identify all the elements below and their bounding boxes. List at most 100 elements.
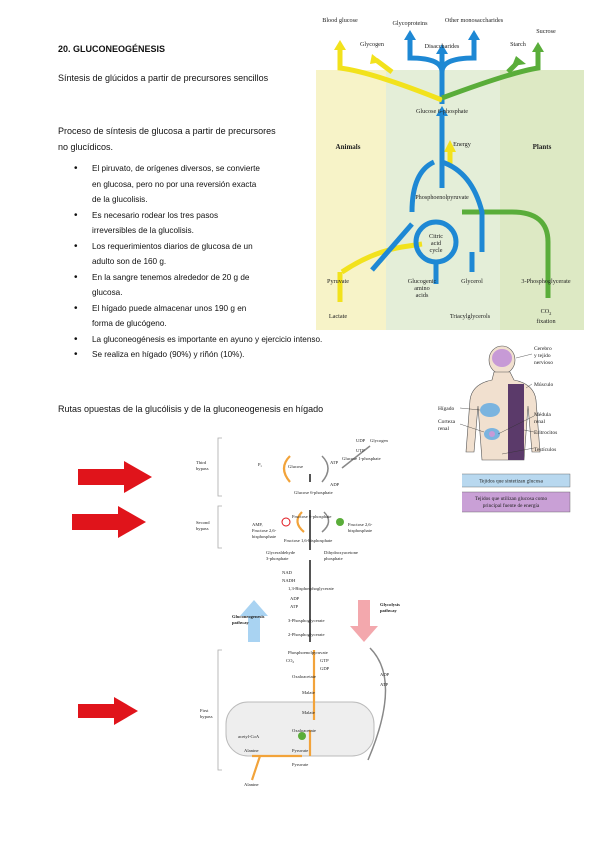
process-definition: Proceso de síntesis de glucosa a partir … bbox=[58, 123, 308, 155]
list-item: Es necesario rodear los tres pasosirreve… bbox=[74, 208, 302, 239]
legend-synthesize-label: Tejidos que sintetizan glucosa bbox=[479, 479, 543, 485]
label-dhap-1: Dihydroxyacetone bbox=[324, 550, 358, 555]
plants-panel bbox=[500, 70, 584, 330]
page-title: 20. GLUCONEOGÉNESIS bbox=[58, 44, 166, 54]
label-2pg: 2-Phosphoglycerate bbox=[288, 632, 325, 637]
label-pyruvate-2: Pyruvate bbox=[292, 762, 308, 767]
process-line-1: Proceso de síntesis de glucosa a partir … bbox=[58, 126, 276, 136]
label-tejido-1: y tejido bbox=[534, 353, 551, 359]
label-nad: NAD bbox=[282, 570, 293, 575]
label-cycle-3: cycle bbox=[429, 247, 442, 254]
label-co2: CO bbox=[541, 308, 550, 315]
yellow-animal-arrows bbox=[337, 48, 453, 302]
label-second-1: Second bbox=[196, 520, 210, 525]
label-utp: UTP bbox=[356, 448, 365, 453]
label-g1p: Glucose 1-phosphate bbox=[342, 456, 381, 461]
label-sucrose: Sucrose bbox=[536, 28, 556, 35]
label-acetyl-coa: acetyl-CoA bbox=[238, 734, 260, 739]
label-glucogenic-2: amino bbox=[414, 285, 429, 292]
list-item: Se realiza en hígado (90%) y riñón (10%)… bbox=[74, 347, 394, 363]
label-animals: Animals bbox=[336, 143, 361, 151]
label-phosphoenolpyruvate: Phosphoenolpyruvate bbox=[415, 194, 469, 201]
label-plants: Plants bbox=[533, 143, 552, 151]
label-adp-2: ADP bbox=[290, 596, 300, 601]
label-disaccharides: Disaccharides bbox=[425, 43, 460, 50]
gluconeogenesis-arrow bbox=[240, 600, 268, 642]
label-f26-a-right: Fructose 2,6- bbox=[348, 522, 373, 528]
legend-use-label-1: Tejidos que utilizan glucosa como bbox=[475, 496, 548, 502]
subtitle: Síntesis de glúcidos a partir de precurs… bbox=[58, 73, 269, 83]
list-item: El piruvato, de orígenes diversos, se co… bbox=[74, 161, 302, 208]
gluconeogenesis-overview-figure: Blood glucose Glycogen Glycoproteins Dis… bbox=[316, 17, 584, 330]
label-g6p: Glucose 6-phosphate bbox=[294, 490, 333, 495]
label-gluconeogenesis-pathway-2: pathway bbox=[232, 620, 250, 625]
pathway-figure: Third bypass Second bypass First bypass … bbox=[192, 430, 462, 790]
label-3pg: 3-Phosphoglycerate bbox=[288, 618, 325, 623]
label-gluconeogenesis-pathway-1: Gluconeogenesis bbox=[232, 614, 265, 619]
label-dhap-2: phosphate bbox=[324, 556, 343, 561]
label-malate-2: Malate bbox=[302, 710, 315, 715]
label-gdp: GDP bbox=[320, 666, 330, 671]
label-other-monosaccharides: Other monosaccharides bbox=[445, 17, 504, 24]
label-bpg: 1,3-Bisphosphoglycerate bbox=[288, 586, 334, 592]
label-cycle-1: Citric bbox=[429, 233, 443, 240]
label-pep: Phosphoenolpyruvate bbox=[288, 650, 328, 655]
label-tejido-2: nervioso bbox=[534, 360, 553, 366]
red-arrow-second bbox=[72, 506, 146, 538]
label-adp-1: ADP bbox=[330, 482, 340, 487]
glycolysis-arrow bbox=[350, 600, 378, 642]
list-item: En la sangre tenemos alrededor de 20 g d… bbox=[74, 270, 302, 301]
brain-region bbox=[492, 349, 512, 367]
label-atp-1: ATP bbox=[330, 460, 339, 465]
muscle-region bbox=[508, 384, 524, 460]
label-alanine-1: Alanine bbox=[244, 748, 259, 753]
label-udp: UDP bbox=[356, 438, 366, 443]
label-glucose-6-phosphate: Glucose 6-phosphate bbox=[416, 108, 468, 115]
label-atp-right: ATP bbox=[380, 682, 389, 687]
medulla-region bbox=[489, 431, 495, 437]
green-arrowheads bbox=[512, 42, 544, 66]
svg-text:CO2: CO2 bbox=[541, 308, 552, 316]
label-lactate: Lactate bbox=[329, 313, 347, 320]
body-tissues-figure: Cerebro y tejido nervioso Músculo Hígado… bbox=[438, 345, 571, 513]
list-item: El hígado puede almacenar unos 190 g enf… bbox=[74, 301, 302, 332]
label-oxaloacetate: Oxaloacetate bbox=[292, 674, 316, 679]
svg-text:Pi: Pi bbox=[258, 462, 262, 468]
label-testiculos: Testículos bbox=[534, 447, 556, 453]
red-arrow-third bbox=[78, 461, 152, 493]
label-triacylglycerols: Triacylglycerols bbox=[450, 313, 491, 320]
label-eritrocitos: Eritrocitos bbox=[534, 430, 557, 436]
label-cerebro: Cerebro bbox=[534, 346, 552, 352]
label-gap-2: 3-phosphate bbox=[266, 556, 288, 561]
inhibition-marker bbox=[281, 517, 291, 527]
blue-arrowheads bbox=[404, 30, 480, 54]
label-glucose: Glucose bbox=[288, 464, 303, 469]
red-arrow-first bbox=[78, 697, 138, 725]
label-medula-2: renal bbox=[534, 419, 545, 425]
label-glycerol: Glycerol bbox=[461, 278, 483, 285]
label-first-1: First bbox=[200, 708, 209, 713]
animals-panel bbox=[316, 70, 386, 330]
label-musculo: Músculo bbox=[534, 382, 554, 388]
label-f26-b-right: bisphosphate bbox=[348, 528, 372, 533]
label-blood-glucose: Blood glucose bbox=[322, 17, 358, 24]
label-malate-1: Malate bbox=[302, 690, 315, 695]
label-f16: Fructose 1,6-bisphosphate bbox=[284, 538, 332, 544]
label-amp: AMP, bbox=[252, 522, 263, 528]
blue-main-stem bbox=[370, 114, 485, 284]
label-f26-b: bisphosphate bbox=[252, 534, 276, 539]
label-glycogen: Glycogen bbox=[370, 438, 389, 443]
label-atp-2: ATP bbox=[290, 604, 299, 609]
label-medula-1: Médula bbox=[534, 412, 551, 418]
section-heading-rutas: Rutas opuestas de la glucólisis y de la … bbox=[58, 404, 324, 414]
bullet-list: El piruvato, de orígenes diversos, se co… bbox=[74, 161, 394, 363]
svg-text:CO2: CO2 bbox=[286, 658, 294, 664]
label-pi: P bbox=[258, 462, 261, 467]
label-3-phosphoglycerate: 3-Phosphoglycerate bbox=[521, 278, 570, 285]
label-second-2: bypass bbox=[196, 526, 209, 531]
liver-region bbox=[480, 403, 500, 417]
label-f26-a: Fructose 2,6- bbox=[252, 528, 277, 534]
label-glycolysis-pathway-1: Glycolysis bbox=[380, 602, 400, 607]
legend-use-label-2: principal fuente de energía bbox=[483, 502, 540, 509]
acetyl-activation-marker bbox=[298, 732, 306, 740]
